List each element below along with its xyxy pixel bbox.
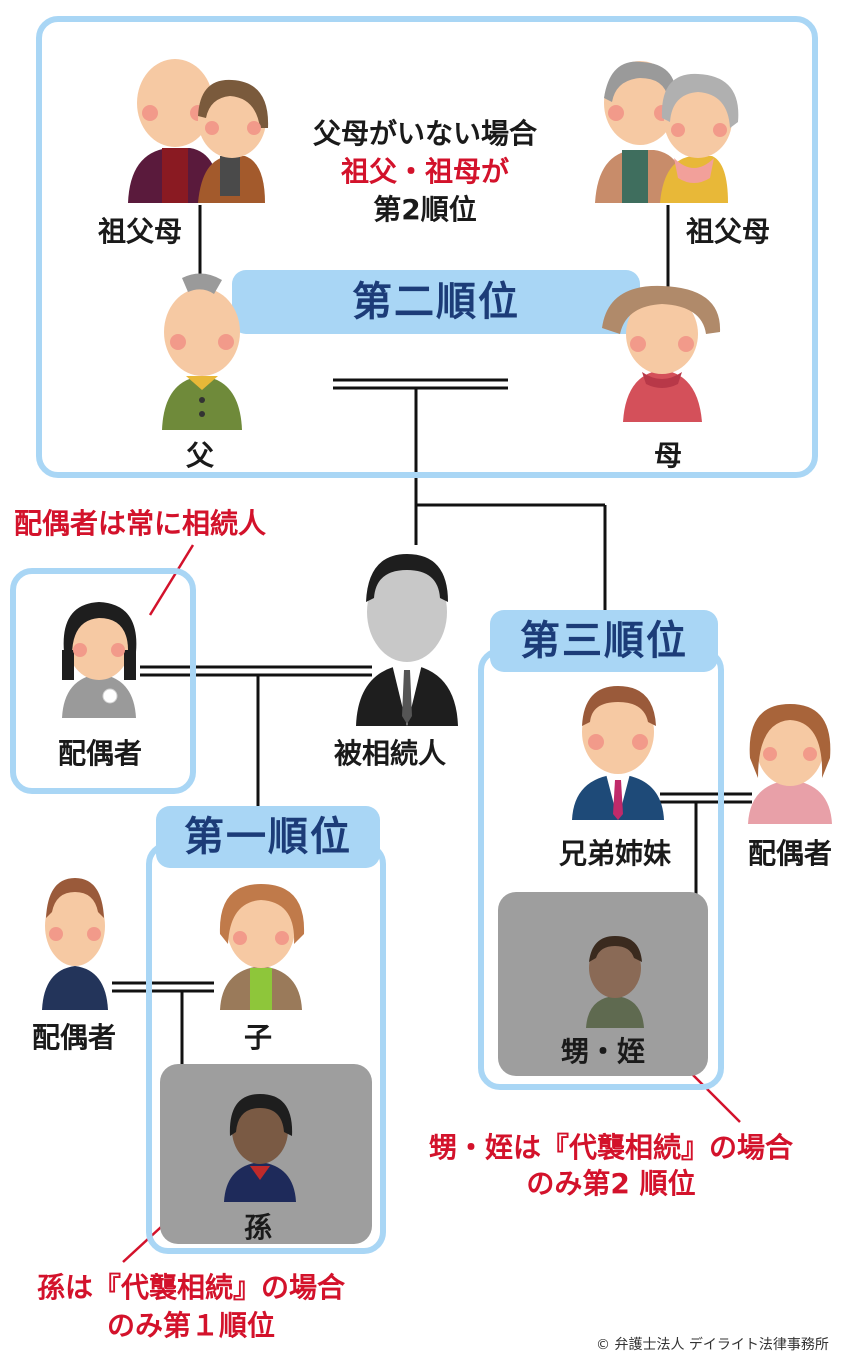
child-spouse-illustration [42, 878, 108, 1010]
sibling-spouse-label: 配偶者 [747, 837, 832, 870]
grandchild-note-line1: 孫は『代襲相続』の場合 [36, 1271, 345, 1304]
spouse-frame [10, 568, 196, 794]
rank2-note-line1: 父母がいない場合 [312, 117, 537, 150]
deceased-illustration [356, 554, 458, 726]
spouse-label: 配偶者 [57, 737, 142, 770]
spouse-note: 配偶者は常に相続人 [14, 507, 267, 540]
siblings-illustration [572, 686, 664, 820]
child-label: 子 [243, 1021, 272, 1054]
nephew-note-line1: 甥・姪は『代襲相続』の場合 [428, 1131, 793, 1164]
sibling-spouse-illustration [748, 704, 832, 824]
rank2-note-line2: 祖父・祖母が [340, 155, 509, 188]
father-label: 父 [185, 439, 214, 472]
grandchild-note-line2: のみ第１順位 [106, 1309, 275, 1342]
deceased-label: 被相続人 [333, 737, 446, 770]
rank1-banner: 第一順位 [156, 806, 380, 868]
siblings-label: 兄弟姉妹 [558, 837, 671, 870]
grandparents-left-label: 祖父母 [97, 215, 182, 248]
copyright: © 弁護士法人 デイライト法律事務所 [596, 1337, 829, 1353]
rank2-banner: 第二順位 [232, 270, 640, 334]
grandchild-illustration [224, 1094, 296, 1202]
grandparents-right-label: 祖父母 [685, 215, 770, 248]
mother-illustration [602, 285, 721, 422]
nephew-illustration [586, 936, 644, 1028]
rank2-note-line3: 第2順位 [373, 193, 477, 226]
rank2-frame [36, 16, 818, 478]
nephew-note-line2: のみ第2 順位 [526, 1167, 696, 1200]
child-illustration [219, 884, 305, 1010]
nephew-label: 甥・姪 [560, 1035, 645, 1068]
grandparents-left-illustration [128, 59, 269, 203]
grandparents-right-illustration [595, 61, 739, 203]
father-illustration [162, 273, 242, 430]
mother-label: 母 [653, 439, 682, 472]
spouse-note-pointer [148, 544, 195, 616]
grandchild-label: 孫 [243, 1211, 272, 1244]
spouse-illustration [62, 602, 137, 718]
child-spouse-label: 配偶者 [31, 1021, 116, 1054]
rank3-banner: 第三順位 [490, 610, 718, 672]
